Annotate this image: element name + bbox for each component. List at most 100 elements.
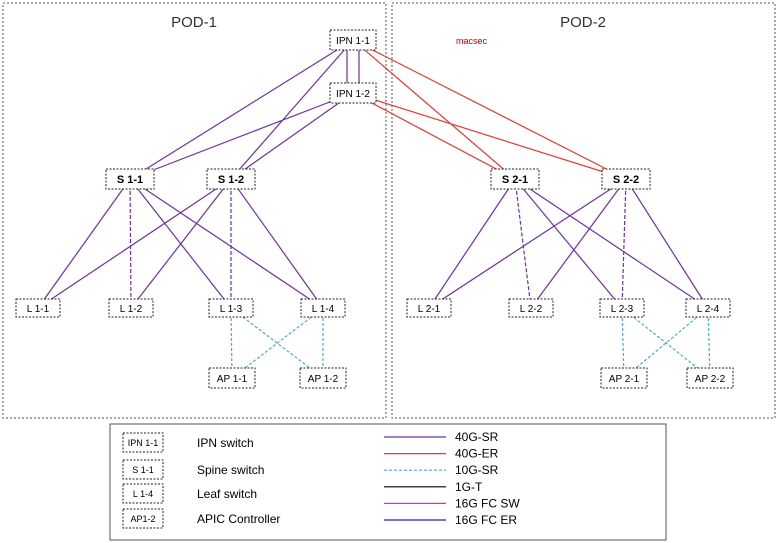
node-l13: L 1-3 <box>208 298 254 318</box>
node-label-s12: S 1-2 <box>218 174 244 186</box>
link-s22-l21 <box>428 178 627 309</box>
pod-1-title: POD-1 <box>171 14 217 31</box>
node-label-ap21: AP 2-1 <box>609 374 640 385</box>
link-s21-l23 <box>514 178 623 309</box>
node-ap21: AP 2-1 <box>600 367 648 389</box>
link-ipn11-s22 <box>352 39 627 180</box>
link-l14-ap11 <box>231 307 324 379</box>
link-s11-l12 <box>129 178 132 309</box>
pod-1-container <box>2 2 387 419</box>
node-box-s21 <box>490 168 540 190</box>
node-l14: L 1-4 <box>300 298 346 318</box>
node-label-s22: S 2-2 <box>613 174 639 186</box>
node-l12: L 1-2 <box>108 298 154 318</box>
link-s22-l23 <box>621 178 627 309</box>
legend-device-box-label-3: AP1-2 <box>130 514 155 524</box>
link-ipn12-s21 <box>352 92 516 180</box>
legend-device-box-3 <box>122 508 164 529</box>
node-box-ap11 <box>208 367 256 389</box>
node-label-s21: S 2-1 <box>502 174 528 186</box>
legend-device-box-0 <box>122 432 164 453</box>
node-ipn12: IPN 1-2 <box>329 82 377 104</box>
node-label-l12: L 1-2 <box>120 304 143 315</box>
node-label-l23: L 2-3 <box>611 304 634 315</box>
node-s12: S 1-2 <box>206 168 256 190</box>
legend-link-label-2: 10G-SR <box>455 463 499 477</box>
legend-link-label-5: 16G FC ER <box>455 513 517 527</box>
node-box-l11 <box>15 298 61 318</box>
node-label-l21: L 2-1 <box>418 304 441 315</box>
node-box-l21 <box>406 298 452 318</box>
link-s21-l21 <box>428 178 516 309</box>
link-l23-ap21 <box>621 307 625 379</box>
legend-device-text-1: Spine switch <box>197 463 264 477</box>
node-label-ap11: AP 1-1 <box>217 374 248 385</box>
node-s22: S 2-2 <box>601 168 651 190</box>
node-box-s22 <box>601 168 651 190</box>
node-l21: L 2-1 <box>406 298 452 318</box>
legend-device-box-1 <box>122 459 164 480</box>
node-l24: L 2-4 <box>685 298 731 318</box>
pod-2-title: POD-2 <box>560 14 606 31</box>
link-l23-ap22 <box>621 307 711 379</box>
link-ipn11-s12 <box>230 39 354 180</box>
node-s11: S 1-1 <box>105 168 155 190</box>
node-label-l13: L 1-3 <box>220 304 243 315</box>
link-ipn12-s11 <box>129 92 354 180</box>
link-s12-l11 <box>37 178 232 309</box>
node-label-ipn12: IPN 1-2 <box>336 89 370 100</box>
legend-box <box>109 423 667 541</box>
link-l24-ap22 <box>707 307 711 379</box>
legend-device-box-label-2: L 1-4 <box>133 489 153 499</box>
link-ipn11-s11 <box>129 39 354 180</box>
node-box-ap22 <box>686 367 734 389</box>
node-label-ipn11: IPN 1-1 <box>336 36 370 47</box>
macsec-annotation: macsec <box>456 36 488 46</box>
node-label-l24: L 2-4 <box>697 304 720 315</box>
link-s12-l14 <box>230 178 324 309</box>
links-layer <box>37 39 711 379</box>
link-ipn12-s12 <box>230 92 354 180</box>
node-box-l23 <box>599 298 645 318</box>
legend-device-text-0: IPN switch <box>197 436 254 450</box>
link-s11-l11 <box>37 178 131 309</box>
node-label-l14: L 1-4 <box>312 304 335 315</box>
node-box-s12 <box>206 168 256 190</box>
legend-link-label-0: 40G-SR <box>455 430 499 444</box>
link-l13-ap11 <box>230 307 233 379</box>
link-s22-l24 <box>625 178 709 309</box>
legend-device-box-label-1: S 1-1 <box>132 465 154 475</box>
node-box-l22 <box>508 298 554 318</box>
link-s12-l12 <box>130 178 232 309</box>
node-label-ap12: AP 1-2 <box>308 374 339 385</box>
legend-device-box-label-0: IPN 1-1 <box>128 438 159 448</box>
link-ipn11-s21 <box>352 39 516 180</box>
legend-link-label-1: 40G-ER <box>455 447 499 461</box>
node-ap11: AP 1-1 <box>208 367 256 389</box>
node-box-ap12 <box>299 367 347 389</box>
node-ap22: AP 2-2 <box>686 367 734 389</box>
node-label-l11: L 1-1 <box>27 304 50 315</box>
legend-link-label-3: 1G-T <box>455 480 483 494</box>
node-s21: S 2-1 <box>490 168 540 190</box>
node-box-ipn11 <box>329 29 377 51</box>
node-box-l12 <box>108 298 154 318</box>
node-box-l14 <box>300 298 346 318</box>
node-l23: L 2-3 <box>599 298 645 318</box>
node-box-ipn12 <box>329 82 377 104</box>
node-label-s11: S 1-1 <box>117 174 143 186</box>
legend-devices: IPN 1-1 IPN switch S 1-1 Spine switch L 1-4 L… <box>122 432 280 529</box>
link-s11-l14 <box>129 178 324 309</box>
legend-device-text-3: APIC Controller <box>197 512 280 526</box>
node-box-l24 <box>685 298 731 318</box>
legend-device-box-2 <box>122 483 164 504</box>
node-l22: L 2-2 <box>508 298 554 318</box>
node-box-l13 <box>208 298 254 318</box>
pod-2-container <box>391 2 776 419</box>
node-box-ap21 <box>600 367 648 389</box>
legend-device-text-2: Leaf switch <box>197 487 257 501</box>
node-ipn11: IPN 1-1 <box>329 29 377 51</box>
